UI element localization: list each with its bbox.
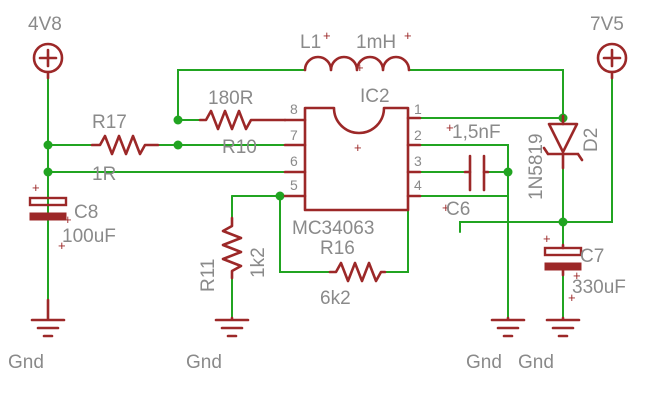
- ground-symbol-c7: Gnd: [518, 316, 581, 373]
- svg-text:+: +: [543, 231, 551, 246]
- junction-dot: [43, 167, 53, 177]
- capacitor-c6: + + 1,5nF C6: [442, 120, 501, 220]
- l1-ref: L1: [300, 32, 321, 53]
- capacitor-c7: + + + C7 330uF: [543, 231, 626, 305]
- ic2-pin-label: 2: [414, 127, 422, 143]
- ic2-pin-label: 4: [414, 177, 422, 193]
- c8-value: 100uF: [62, 226, 116, 247]
- r10-ref: R10: [222, 137, 257, 158]
- ground-symbol-r11: Gnd: [186, 316, 250, 373]
- ic2-part: MC34063: [292, 218, 374, 239]
- ic2-pin-label: 8: [290, 101, 298, 117]
- c7-ref: C7: [580, 246, 604, 267]
- c6-ref: C6: [446, 199, 470, 220]
- svg-text:+: +: [404, 28, 412, 43]
- svg-text:+: +: [356, 60, 364, 75]
- junction-dot: [173, 115, 183, 125]
- svg-text:+: +: [446, 120, 454, 135]
- ground-label: Gnd: [8, 352, 44, 373]
- diode-d2: D2 1N5819: [526, 114, 602, 200]
- vout-label: 7V5: [590, 14, 624, 35]
- svg-text:+: +: [32, 180, 40, 195]
- vin-label: 4V8: [28, 14, 62, 35]
- ic2-mc34063: + IC2 MC34063 1 2 3 4 5 6 7 8: [283, 86, 422, 239]
- ic2-pin-label: 3: [414, 153, 422, 169]
- d2-ref: D2: [581, 128, 602, 152]
- l1-value: 1mH: [356, 32, 396, 53]
- vin-supply-symbol: 4V8: [28, 14, 64, 80]
- capacitor-c8: + + + C8 100uF: [28, 180, 116, 253]
- c6-value: 1,5nF: [452, 122, 501, 143]
- svg-text:+: +: [64, 212, 72, 227]
- ground-symbol-c8: Gnd: [8, 298, 66, 373]
- svg-text:+: +: [568, 290, 576, 305]
- ic2-pin-label: 7: [290, 127, 298, 143]
- resistor-r10: 180R R10: [198, 88, 287, 158]
- svg-text:+: +: [442, 200, 450, 215]
- r17-ref: R17: [92, 112, 127, 133]
- ground-symbol-c6: Gnd: [466, 316, 526, 373]
- ground-label: Gnd: [466, 352, 502, 373]
- junction-dot: [275, 191, 285, 201]
- d2-part: 1N5819: [526, 133, 547, 200]
- r11-value: 1k2: [248, 247, 269, 278]
- r11-ref: R11: [198, 259, 219, 292]
- ic2-pin-label: 1: [414, 101, 422, 117]
- inductor-l1: + L1 1mH + +: [300, 28, 412, 75]
- svg-text:+: +: [58, 238, 66, 253]
- ic2-pin-label: 6: [290, 153, 298, 169]
- vout-supply-symbol: 7V5: [590, 14, 628, 80]
- junction-dot: [503, 167, 513, 177]
- ic2-pin-label: 5: [290, 177, 298, 193]
- junction-dot: [173, 140, 183, 150]
- junction-dot: [43, 140, 53, 150]
- svg-text:+: +: [323, 28, 331, 43]
- ic2-ref: IC2: [360, 86, 390, 107]
- svg-text:+: +: [573, 268, 581, 283]
- junctions: [43, 113, 568, 227]
- ground-label: Gnd: [518, 352, 554, 373]
- resistor-r16: R16 6k2: [320, 238, 387, 309]
- c7-value: 330uF: [572, 277, 626, 298]
- r10-value: 180R: [208, 88, 253, 109]
- r16-value: 6k2: [320, 288, 351, 309]
- resistor-r11: R11 1k2: [198, 216, 269, 292]
- ground-label: Gnd: [186, 352, 222, 373]
- c8-ref: C8: [74, 202, 98, 223]
- resistor-r17: R17 1R: [90, 112, 160, 185]
- junction-dot: [558, 217, 568, 227]
- svg-text:+: +: [354, 140, 362, 155]
- r17-value: 1R: [92, 164, 116, 185]
- r16-ref: R16: [320, 238, 355, 259]
